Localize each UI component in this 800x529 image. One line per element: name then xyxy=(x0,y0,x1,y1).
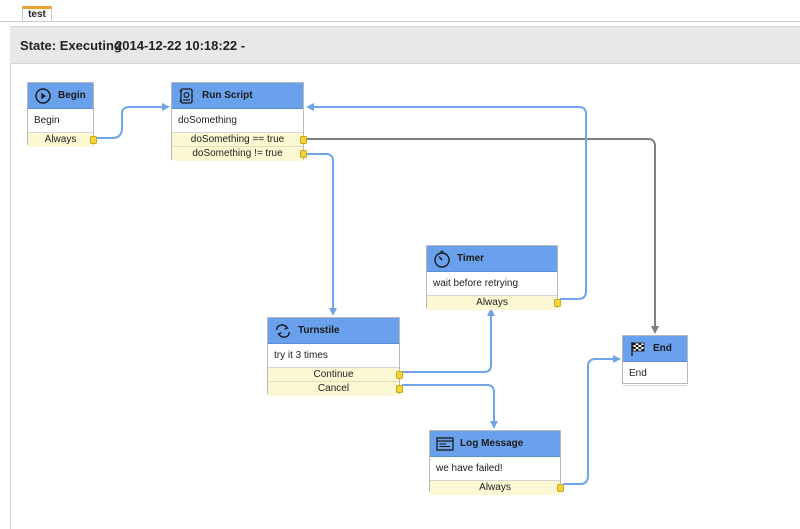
state-label: State: Executing xyxy=(20,38,122,53)
node-end-header[interactable]: End xyxy=(623,336,687,362)
output-port[interactable] xyxy=(396,385,403,393)
loop-icon xyxy=(274,322,292,340)
node-turnstile-description: try it 3 times xyxy=(268,344,399,368)
link-logmessage-to-end[interactable] xyxy=(563,355,621,485)
node-begin[interactable]: Begin Begin Always xyxy=(27,82,97,147)
node-begin-title: Begin xyxy=(58,90,86,101)
node-turnstile-output-continue[interactable]: Continue xyxy=(268,368,403,382)
link-turnstile-continue-to-timer[interactable] xyxy=(402,308,495,373)
checkered-flag-icon xyxy=(629,340,647,358)
output-port[interactable] xyxy=(90,136,97,144)
link-runscript-false-to-turnstile[interactable] xyxy=(306,153,337,316)
output-label: Always xyxy=(479,482,511,493)
output-port[interactable] xyxy=(554,299,561,307)
stopwatch-icon xyxy=(433,250,451,268)
node-begin-output-always[interactable]: Always xyxy=(28,133,97,147)
log-icon xyxy=(436,435,454,453)
tab-bar-divider xyxy=(0,21,800,22)
node-timer-output-always[interactable]: Always xyxy=(427,296,561,310)
output-label: doSomething != true xyxy=(192,148,283,159)
node-timer[interactable]: Timer wait before retrying Always xyxy=(426,245,561,310)
workflow-canvas[interactable] xyxy=(10,64,800,529)
node-end[interactable]: End End xyxy=(622,335,688,386)
output-port[interactable] xyxy=(300,150,307,158)
state-bar: State: Executing 2014-12-22 10:18:22 - xyxy=(10,26,800,64)
node-run-script[interactable]: Run Script doSomething doSomething == tr… xyxy=(171,82,307,161)
output-label: Always xyxy=(44,134,77,145)
output-label: Continue xyxy=(313,369,354,380)
tab-bar: test xyxy=(0,0,800,22)
output-label: Cancel xyxy=(317,383,350,394)
node-run-script-title: Run Script xyxy=(202,90,253,101)
node-log-message-description: we have failed! xyxy=(430,457,560,481)
node-begin-description: Begin xyxy=(28,109,93,133)
node-turnstile[interactable]: Turnstile try it 3 times Continue Cancel xyxy=(267,317,403,396)
link-timer-to-runscript[interactable] xyxy=(306,103,587,300)
tab-test[interactable]: test xyxy=(22,6,52,22)
node-turnstile-title: Turnstile xyxy=(298,325,340,336)
node-turnstile-output-cancel[interactable]: Cancel xyxy=(268,382,403,396)
node-log-message[interactable]: Log Message we have failed! Always xyxy=(429,430,564,495)
output-port[interactable] xyxy=(300,136,307,144)
node-timer-title: Timer xyxy=(457,253,485,264)
node-run-script-header[interactable]: Run Script xyxy=(172,83,303,109)
link-begin-to-runscript[interactable] xyxy=(96,103,170,139)
node-run-script-description: doSomething xyxy=(172,109,303,133)
output-label: doSomething == true xyxy=(190,134,285,145)
state-timestamp: 2014-12-22 10:18:22 - xyxy=(115,38,246,53)
node-log-message-header[interactable]: Log Message xyxy=(430,431,560,457)
node-log-message-output-always[interactable]: Always xyxy=(430,481,564,495)
play-icon xyxy=(34,87,52,105)
link-turnstile-cancel-to-logmessage[interactable] xyxy=(402,384,498,429)
node-turnstile-header[interactable]: Turnstile xyxy=(268,318,399,344)
node-end-title: End xyxy=(653,343,672,354)
node-timer-header[interactable]: Timer xyxy=(427,246,557,272)
node-end-description: End xyxy=(623,362,687,386)
node-run-script-output-true[interactable]: doSomething == true xyxy=(172,133,307,147)
script-icon xyxy=(178,87,196,105)
node-begin-header[interactable]: Begin xyxy=(28,83,93,109)
node-run-script-output-false[interactable]: doSomething != true xyxy=(172,147,307,161)
output-port[interactable] xyxy=(557,484,564,492)
output-label: Always xyxy=(476,297,508,308)
node-log-message-title: Log Message xyxy=(460,438,524,449)
output-port[interactable] xyxy=(396,371,403,379)
node-timer-description: wait before retrying xyxy=(427,272,557,296)
link-runscript-true-to-end[interactable] xyxy=(306,138,659,334)
